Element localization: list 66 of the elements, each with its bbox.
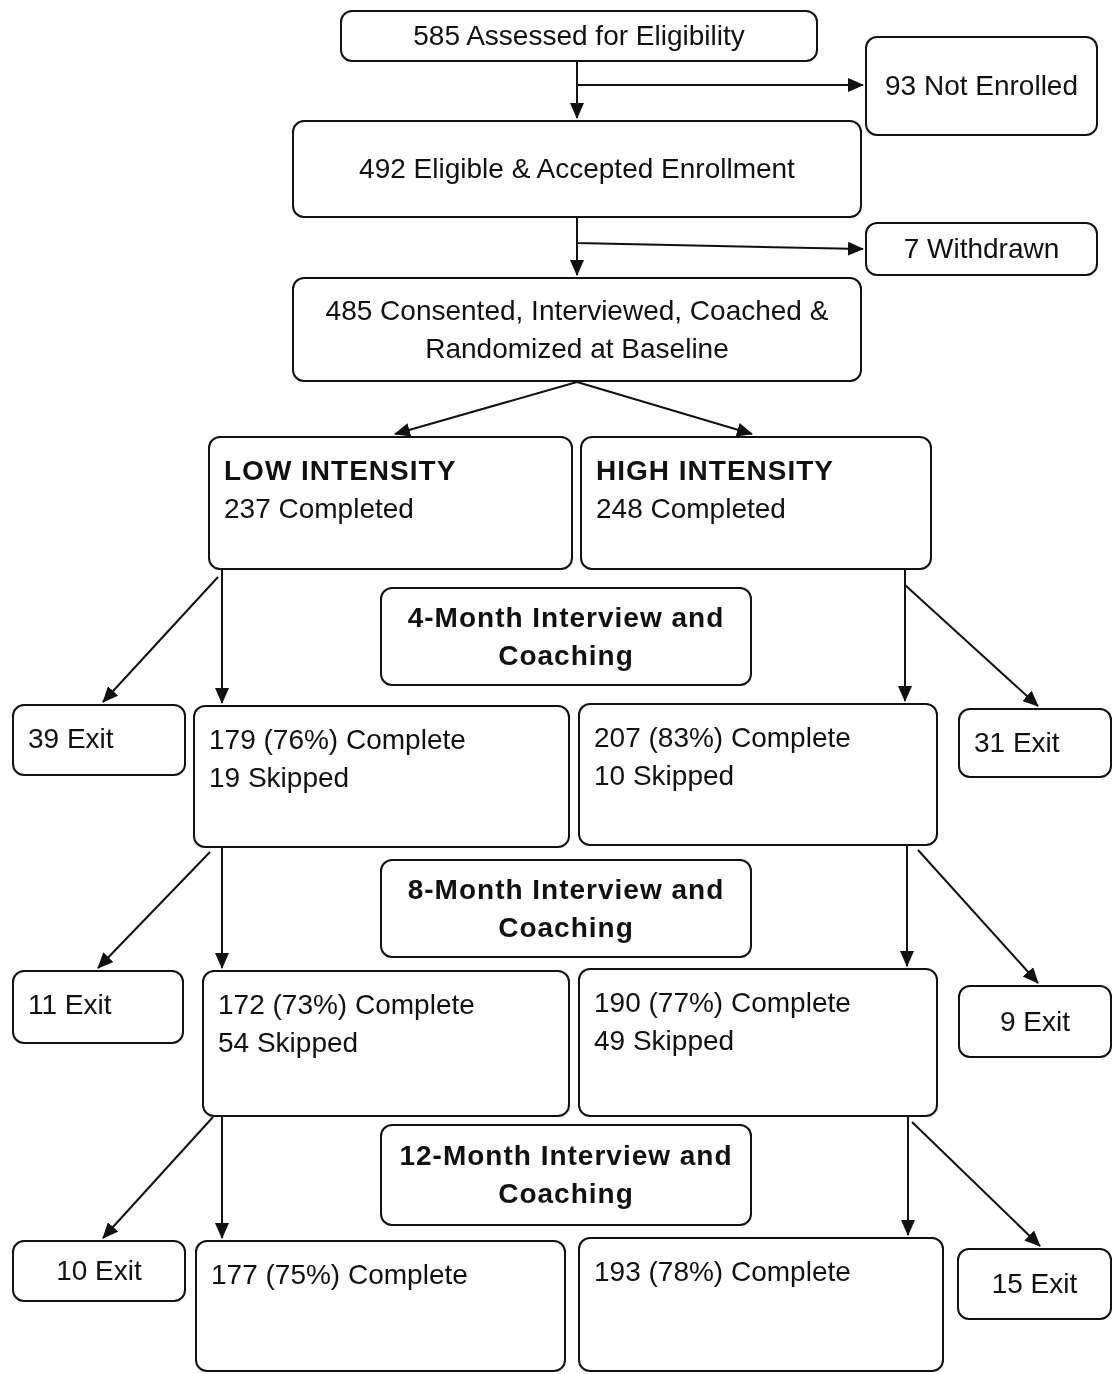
process-box — [195, 1240, 566, 1372]
process-box — [958, 708, 1112, 778]
box-text: 54 Skipped — [218, 1025, 360, 1060]
box-text: 10 Skipped — [594, 758, 736, 793]
stage-box — [380, 859, 752, 958]
stage-box — [380, 587, 752, 686]
process-box — [957, 1248, 1112, 1320]
arrow — [576, 61, 864, 92]
box-text: 492 Eligible & Accepted Enrollment — [358, 152, 796, 187]
process-box — [865, 36, 1098, 136]
process-box — [578, 1237, 944, 1372]
process-box — [578, 703, 938, 846]
process-box — [12, 970, 184, 1044]
box-text: 193 (78%) Complete — [594, 1255, 852, 1289]
box-text: 39 Exit — [28, 722, 115, 756]
box-text: 8-Month Interview and Coaching — [406, 872, 726, 945]
group-box — [580, 436, 932, 570]
box-text: 49 Skipped — [594, 1023, 736, 1058]
process-box — [292, 120, 862, 218]
process-box — [292, 277, 862, 382]
arrow — [215, 1116, 229, 1239]
box-text: 12-Month Interview and Coaching — [398, 1139, 734, 1211]
box-text: 172 (73%) Complete — [218, 988, 476, 1022]
box-text: 11 Exit — [28, 988, 113, 1022]
arrow — [102, 576, 219, 703]
box-text: 485 Consented, Interviewed, Coached & Randomized at Baseline — [324, 293, 830, 366]
box-text: 248 Completed — [596, 491, 787, 526]
arrow — [394, 381, 578, 437]
arrow — [102, 1116, 214, 1239]
box-text: 179 (76%) Complete — [209, 723, 467, 757]
stage-box — [380, 1124, 752, 1226]
box-text: 19 Skipped — [209, 760, 351, 795]
box-text: 4-Month Interview and Coaching — [406, 600, 726, 673]
box-text: 7 Withdrawn — [902, 232, 1061, 267]
process-box — [202, 970, 570, 1117]
box-text: 15 Exit — [990, 1267, 1079, 1302]
process-box — [865, 222, 1098, 276]
group-heading: LOW INTENSITY — [224, 454, 458, 488]
box-text: 190 (77%) Complete — [594, 986, 852, 1020]
box-text: 585 Assessed for Eligibility — [412, 19, 746, 54]
process-box — [340, 10, 818, 62]
group-heading: HIGH INTENSITY — [596, 454, 835, 488]
arrow — [904, 584, 1039, 707]
box-text: 31 Exit — [974, 726, 1061, 760]
arrow — [215, 847, 229, 969]
process-box — [12, 704, 186, 776]
process-box — [12, 1240, 186, 1302]
box-text: 9 Exit — [999, 1004, 1071, 1039]
arrow — [898, 569, 912, 702]
box-text: 10 Exit — [55, 1254, 143, 1289]
arrow — [900, 845, 914, 967]
group-box — [208, 436, 573, 570]
box-text: 177 (75%) Complete — [211, 1258, 469, 1292]
arrow — [911, 1121, 1041, 1247]
arrow — [917, 849, 1039, 984]
box-text: 93 Not Enrolled — [884, 69, 1079, 104]
process-box — [958, 985, 1112, 1058]
process-box — [193, 705, 570, 848]
arrow — [215, 569, 229, 704]
arrow — [576, 217, 864, 256]
process-box — [578, 968, 938, 1117]
box-text: 237 Completed — [224, 491, 415, 526]
arrow — [97, 851, 211, 969]
box-text: 207 (83%) Complete — [594, 721, 852, 755]
arrow — [576, 381, 753, 437]
arrow — [901, 1116, 915, 1236]
